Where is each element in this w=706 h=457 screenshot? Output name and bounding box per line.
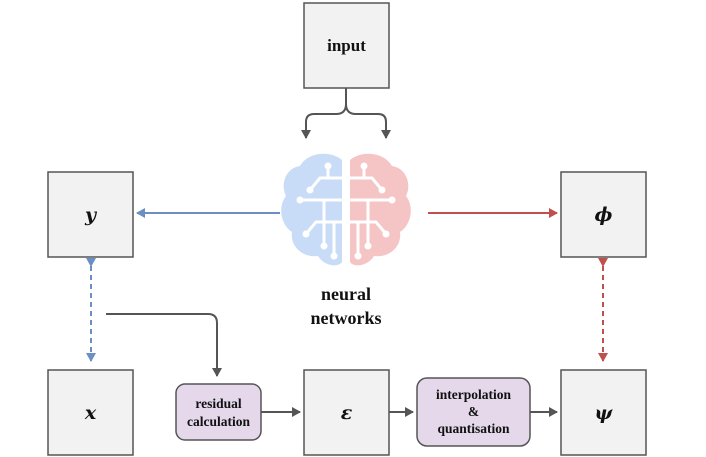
phi-label: ϕ (595, 204, 613, 226)
phi-node: ϕ (560, 171, 647, 258)
interp-label-line3: quantisation (437, 421, 510, 436)
psi-label: ψ (595, 402, 614, 424)
y-node: y (47, 171, 134, 258)
input-label: input (327, 36, 366, 55)
phi-box (560, 171, 647, 258)
x-box (47, 369, 134, 456)
residual-label-line2: calculation (187, 414, 250, 429)
residual-calculation-box (175, 383, 262, 441)
psi-box (560, 369, 647, 456)
interp-label-line2: & (468, 404, 479, 419)
residual-label-line1: residual (195, 396, 242, 411)
y-box (47, 171, 134, 258)
y-label: y (84, 204, 98, 226)
input-to-left-brain-arrow (301, 88, 347, 139)
input-to-right-brain-arrow (345, 88, 391, 139)
brain-right-hemisphere (348, 153, 411, 266)
epsilon-label: ε (341, 402, 353, 424)
y-to-residual-arrow (106, 313, 222, 377)
input-box (303, 2, 390, 89)
input-node: input (303, 2, 390, 89)
x-label: x (84, 402, 97, 424)
interpolation-quantisation-node: interpolation & quantisation (416, 377, 531, 447)
residual-calculation-node: residual calculation (175, 383, 262, 441)
psi-node: ψ (560, 369, 647, 456)
brain-left-hemisphere (281, 153, 344, 266)
interp-label-line1: interpolation (436, 387, 511, 402)
neural-networks-label-line2: networks (311, 308, 382, 328)
brain-icon (281, 153, 411, 266)
neural-networks-label-line1: neural (321, 284, 371, 304)
epsilon-node: ε (303, 369, 390, 456)
x-node: x (47, 369, 134, 456)
